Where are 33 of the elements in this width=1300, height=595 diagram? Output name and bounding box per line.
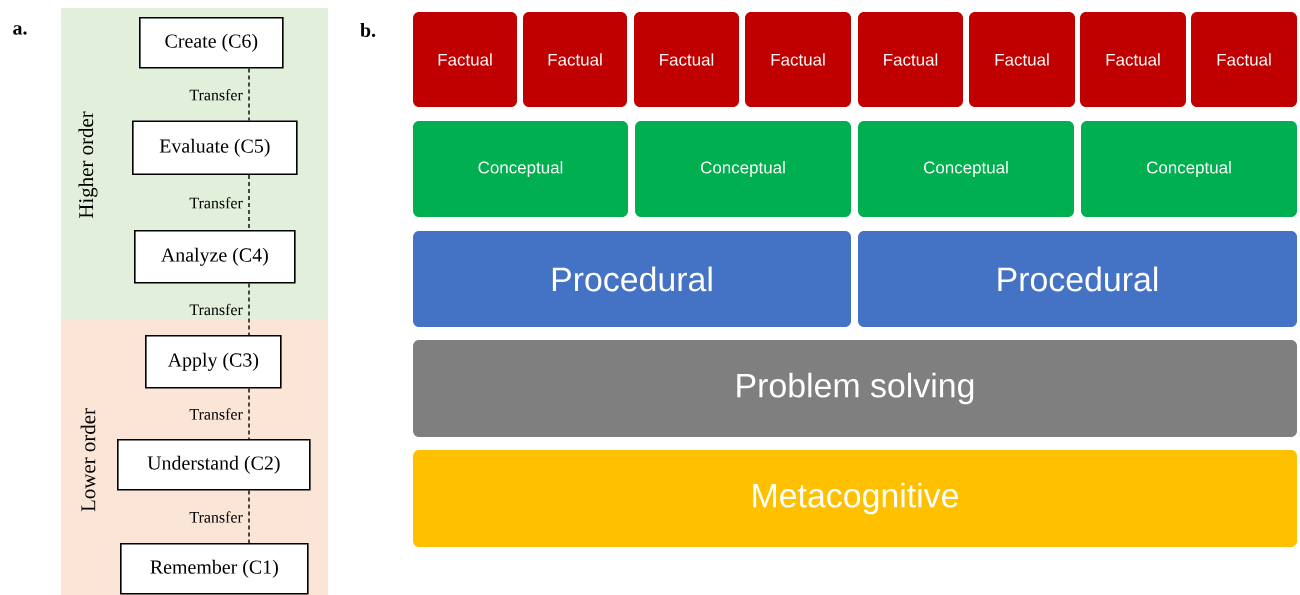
- edge-label: Transfer: [188, 88, 244, 102]
- dashed-connector: [248, 489, 250, 544]
- edge-label: Transfer: [188, 407, 244, 421]
- level-box: Remember (C1): [120, 543, 309, 595]
- edge-label: Transfer: [188, 510, 244, 524]
- dashed-connector: [248, 282, 250, 336]
- knowledge-block: Factual: [1191, 12, 1297, 107]
- knowledge-block: Conceptual: [1081, 121, 1297, 217]
- dashed-connector: [248, 174, 250, 231]
- knowledge-block: Factual: [858, 12, 963, 107]
- level-box: Analyze (C4): [134, 230, 296, 284]
- knowledge-block: Factual: [523, 12, 627, 107]
- knowledge-block: Factual: [969, 12, 1075, 107]
- knowledge-block: Metacognitive: [413, 450, 1297, 547]
- dashed-connector: [248, 67, 250, 122]
- knowledge-block: Conceptual: [858, 121, 1074, 217]
- knowledge-block: Conceptual: [413, 121, 628, 217]
- knowledge-block: Problem solving: [413, 340, 1297, 437]
- edge-label: Transfer: [188, 196, 244, 210]
- level-box: Apply (C3): [145, 335, 282, 389]
- level-box: Create (C6): [139, 17, 284, 69]
- level-box: Understand (C2): [117, 439, 311, 491]
- knowledge-block: Procedural: [413, 231, 851, 327]
- knowledge-block: Factual: [1080, 12, 1186, 107]
- knowledge-block: Factual: [745, 12, 851, 107]
- level-box: Evaluate (C5): [132, 120, 298, 176]
- knowledge-block: Conceptual: [635, 121, 851, 217]
- dashed-connector: [248, 387, 250, 440]
- knowledge-block: Procedural: [858, 231, 1297, 327]
- panel-letter: a.: [13, 25, 27, 35]
- knowledge-block: Factual: [413, 12, 517, 107]
- knowledge-block: Factual: [634, 12, 739, 107]
- panel-letter: b.: [360, 22, 376, 38]
